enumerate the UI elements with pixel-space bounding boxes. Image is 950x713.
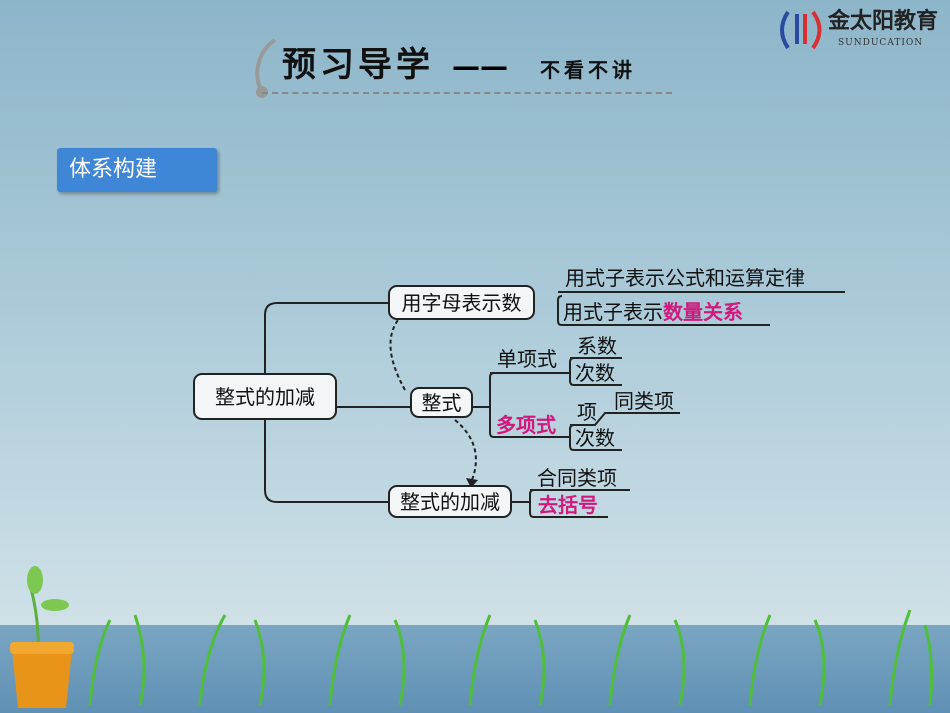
leaf-text: 用式子表示 bbox=[563, 300, 663, 324]
leaf-poly-degree: 次数 bbox=[575, 426, 615, 450]
leaf-coefficient: 系数 bbox=[577, 334, 617, 358]
title-dash: —— bbox=[452, 50, 508, 83]
grass bbox=[88, 609, 934, 706]
node-integral-expression: 整式 bbox=[410, 387, 473, 418]
leaf-highlight: 数量关系 bbox=[663, 300, 743, 324]
leaf-remove-brackets: 去括号 bbox=[538, 493, 598, 517]
leaf-combine-like-terms: 合同类项 bbox=[537, 466, 617, 490]
node-add-subtract: 整式的加减 bbox=[388, 485, 512, 518]
leaf-degree: 次数 bbox=[575, 361, 615, 385]
root-node: 整式的加减 bbox=[193, 373, 337, 420]
sprout-pot-icon bbox=[10, 566, 74, 708]
node-letters-represent-numbers: 用字母表示数 bbox=[388, 285, 535, 320]
title-divider bbox=[262, 92, 672, 94]
section-tag: 体系构建 bbox=[57, 148, 217, 192]
leaf-term: 项 bbox=[577, 400, 597, 424]
page-subtitle: 不看不讲 bbox=[540, 58, 636, 82]
leaf-formula-laws: 用式子表示公式和运算定律 bbox=[565, 266, 805, 290]
leaf-quantity-relation: 用式子表示数量关系 bbox=[563, 301, 743, 323]
arrow-head bbox=[466, 478, 478, 488]
monomial-label: 单项式 bbox=[497, 347, 557, 371]
logo-icon bbox=[780, 10, 822, 50]
page-title: 预习导学 bbox=[282, 45, 434, 85]
logo-english: SUNDUCATION bbox=[838, 38, 924, 48]
polynomial-label: 多项式 bbox=[496, 413, 556, 437]
mindmap-lines bbox=[264, 291, 845, 518]
logo-text: 金太阳教育 bbox=[828, 9, 939, 34]
leaf-like-terms: 同类项 bbox=[614, 389, 674, 413]
